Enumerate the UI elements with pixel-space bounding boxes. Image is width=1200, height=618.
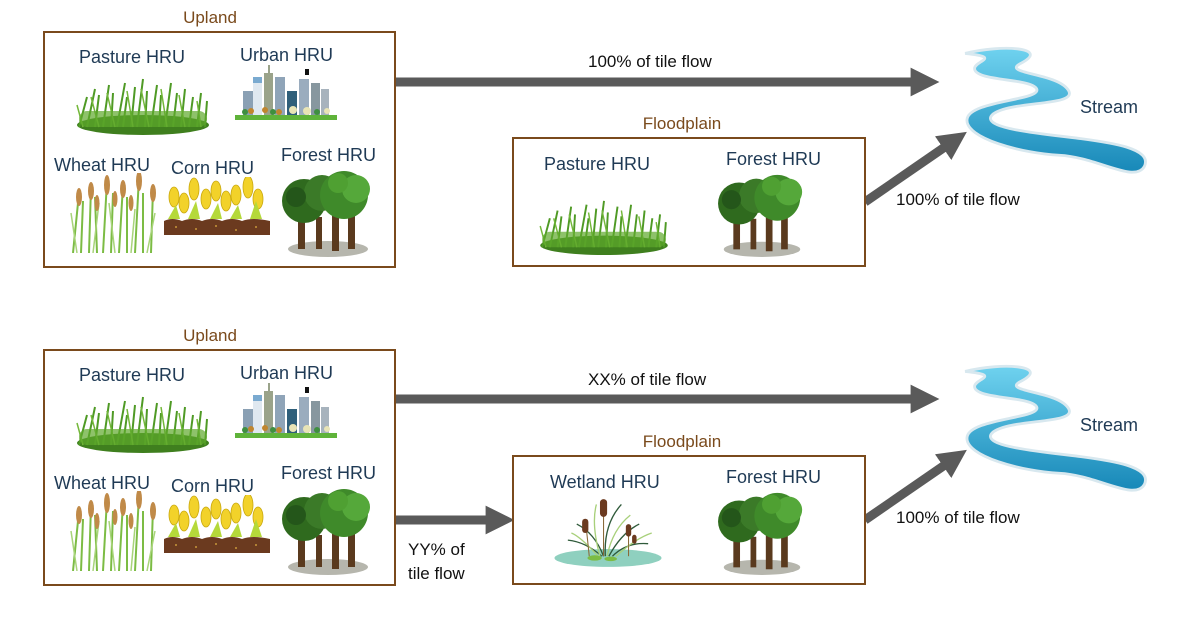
flow-arrows bbox=[396, 384, 967, 535]
corn-icon bbox=[162, 177, 272, 237]
flow-label-upland-to-stream: 100% of tile flow bbox=[588, 52, 712, 71]
wheat-icon bbox=[69, 173, 159, 253]
floodplain-title: Floodplain bbox=[642, 432, 722, 451]
flow-arrows bbox=[396, 67, 967, 206]
wetland-icon bbox=[550, 493, 666, 573]
hru-label-pasture: Pasture HRU bbox=[79, 365, 186, 385]
wheat-icon bbox=[69, 491, 159, 571]
hru-label-forest: Forest HRU bbox=[726, 149, 822, 169]
stream-label: Stream bbox=[1080, 97, 1139, 117]
grass-icon bbox=[73, 393, 213, 453]
hru-label-forest: Forest HRU bbox=[281, 145, 377, 165]
floodplain-box: Pasture HRU Forest HRU bbox=[512, 137, 866, 267]
flow-label-upland-to-floodplain-line1: YY% of bbox=[408, 540, 465, 559]
hru-label-pasture: Pasture HRU bbox=[79, 47, 186, 67]
floodplain-box: Wetland HRU Forest HRU bbox=[512, 455, 866, 585]
hru-label-pasture: Pasture HRU bbox=[544, 154, 651, 174]
upland-box: Pasture HRU Urban HRU Wheat HRU Corn HRU… bbox=[43, 349, 396, 586]
forest-icon bbox=[278, 167, 378, 257]
hru-label-wheat: Wheat HRU bbox=[54, 155, 151, 175]
flow-label-upland-to-floodplain-line2: tile flow bbox=[408, 564, 465, 583]
hru-label-corn: Corn HRU bbox=[171, 476, 255, 496]
city-icon bbox=[231, 63, 341, 123]
hru-label-forest: Forest HRU bbox=[281, 463, 377, 483]
grass-icon bbox=[536, 197, 672, 255]
grass-icon bbox=[73, 75, 213, 135]
upland-title: Upland bbox=[183, 326, 237, 345]
arrow-floodplain-to-stream bbox=[862, 131, 967, 206]
corn-icon bbox=[162, 495, 272, 555]
forest-icon bbox=[714, 489, 810, 575]
hru-label-forest: Forest HRU bbox=[726, 467, 822, 487]
upland-box: Pasture HRU Urban HRU Wheat HRU Corn HRU… bbox=[43, 31, 396, 268]
floodplain-title: Floodplain bbox=[642, 114, 722, 133]
hru-label-corn: Corn HRU bbox=[171, 158, 255, 178]
scenario-top-panel: Upland Pasture HRU Urban HRU Wheat HRU C… bbox=[0, 0, 1200, 300]
forest-icon bbox=[278, 485, 378, 575]
flow-label-floodplain-to-stream: 100% of tile flow bbox=[896, 190, 1020, 209]
hru-label-wheat: Wheat HRU bbox=[54, 473, 151, 493]
flow-label-upland-to-stream: XX% of tile flow bbox=[588, 370, 707, 389]
hru-label-urban: Urban HRU bbox=[240, 363, 334, 383]
flow-label-floodplain-to-stream: 100% of tile flow bbox=[896, 508, 1020, 527]
upland-title: Upland bbox=[183, 8, 237, 27]
hru-label-urban: Urban HRU bbox=[240, 45, 334, 65]
city-icon bbox=[231, 381, 341, 441]
arrow-floodplain-to-stream bbox=[862, 449, 967, 524]
forest-icon bbox=[714, 171, 810, 257]
scenario-bottom-panel: Upland Pasture HRU Urban HRU Wheat HRU C… bbox=[0, 318, 1200, 618]
hru-label-wetland: Wetland HRU bbox=[550, 472, 660, 492]
stream-label: Stream bbox=[1080, 415, 1139, 435]
